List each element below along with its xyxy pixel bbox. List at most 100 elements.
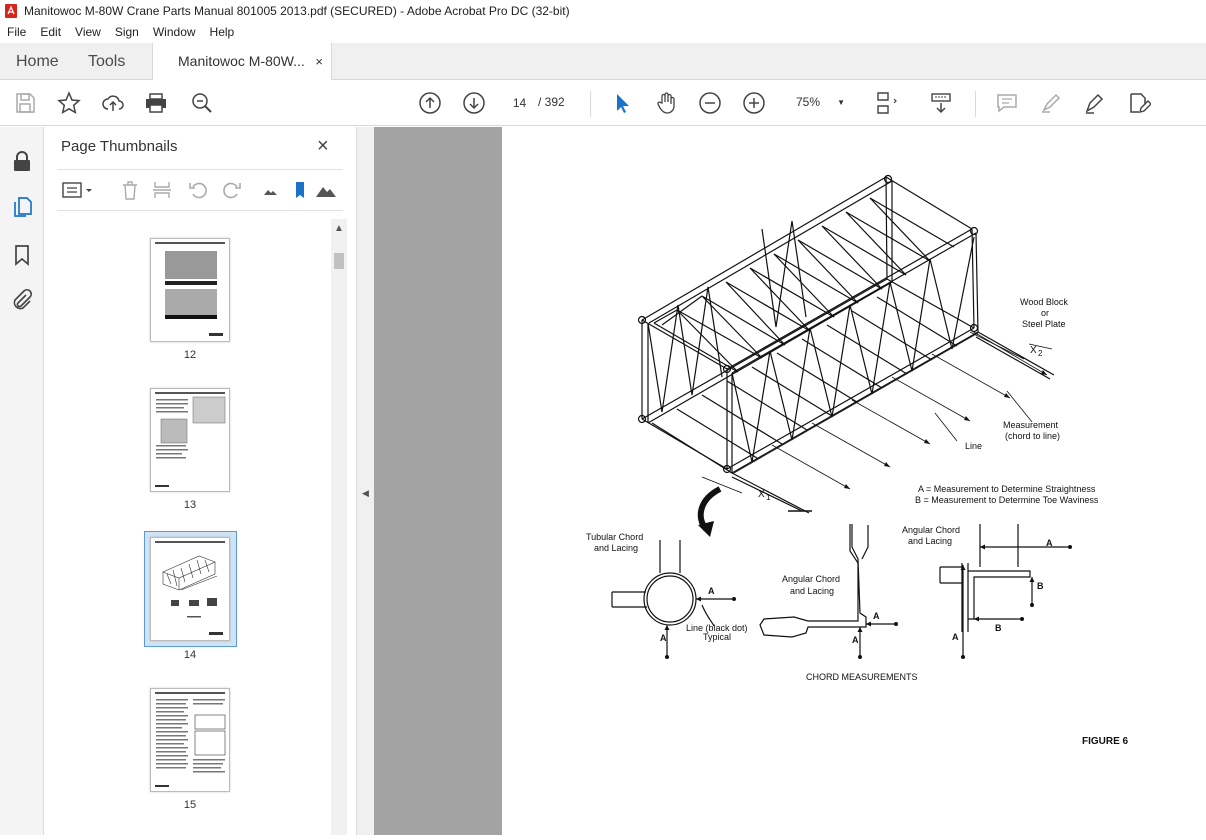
label-a-angular: A	[873, 611, 880, 621]
sign-pen-icon[interactable]	[1083, 91, 1107, 115]
page-thumbnails-icon[interactable]	[10, 195, 34, 219]
rotate-right-icon[interactable]	[221, 179, 243, 201]
select-cursor-icon[interactable]	[610, 91, 634, 115]
window-title: Manitowoc M-80W Crane Parts Manual 80100…	[24, 4, 570, 18]
page-number-input[interactable]: 14	[504, 90, 535, 115]
comment-icon[interactable]	[995, 91, 1019, 115]
label-a-right-vertical: A	[952, 632, 959, 642]
label-angular-right-1: Angular Chord	[902, 525, 960, 535]
left-rail	[0, 127, 44, 835]
next-page-icon[interactable]	[462, 91, 486, 115]
highlight-icon[interactable]	[1039, 91, 1063, 115]
scrollbar-thumb[interactable]	[334, 253, 344, 269]
scroll-mode-icon[interactable]	[929, 91, 953, 115]
document-viewer[interactable]: Wood Block or Steel Plate X 2 Measuremen…	[374, 127, 1206, 835]
menu-view[interactable]: View	[75, 25, 101, 39]
star-icon[interactable]	[57, 91, 81, 115]
tab-bar: Home Tools Manitowoc M-80W... ×	[0, 43, 1206, 81]
thumbnail-scrollbar[interactable]: ▲	[331, 219, 347, 835]
hand-tool-icon[interactable]	[654, 91, 678, 115]
extract-page-icon[interactable]	[151, 179, 173, 201]
lock-icon[interactable]	[10, 149, 34, 173]
thumbnail-preview	[155, 242, 225, 336]
thumbnail-page-12[interactable]	[150, 238, 230, 342]
thumbnail-label: 12	[183, 349, 197, 361]
scroll-up-icon[interactable]: ▲	[334, 223, 344, 234]
title-bar: Manitowoc M-80W Crane Parts Manual 80100…	[0, 0, 1206, 22]
tab-document[interactable]: Manitowoc M-80W... ×	[152, 43, 332, 81]
previous-page-icon[interactable]	[418, 91, 442, 115]
close-icon[interactable]: ×	[317, 135, 329, 157]
zoom-out-icon[interactable]	[698, 91, 722, 115]
menu-file[interactable]: File	[7, 25, 27, 39]
menu-bar: File Edit View Sign Window Help	[0, 22, 1206, 43]
bookmark-blue-icon[interactable]	[289, 179, 311, 201]
label-measurement: Measurement	[1003, 420, 1059, 430]
label-x2-sub: 2	[1038, 349, 1043, 358]
label-x1-sub: 1	[766, 493, 771, 502]
bookmark-icon[interactable]	[10, 243, 34, 267]
large-thumbnails-icon[interactable]	[315, 179, 337, 201]
thumbnail-page-13[interactable]	[150, 388, 230, 492]
page-fit-icon[interactable]	[874, 91, 898, 115]
label-tubular-2: and Lacing	[594, 543, 638, 553]
toolbar-divider	[590, 91, 591, 117]
label-a-tubular-vertical: A	[660, 633, 667, 643]
thumbnail-label: 15	[183, 799, 197, 811]
upload-icon[interactable]	[101, 91, 125, 115]
panel-toolbar	[57, 169, 343, 211]
figure-caption: FIGURE 6	[1082, 736, 1129, 747]
menu-help[interactable]: Help	[209, 25, 235, 39]
chevron-down-icon: ▼	[837, 98, 845, 107]
panel-title: Page Thumbnails	[61, 138, 178, 155]
page-thumbnails-panel: Page Thumbnails ×	[45, 127, 356, 835]
small-thumbnails-icon[interactable]	[260, 179, 282, 201]
rotate-left-icon[interactable]	[187, 179, 209, 201]
thumbnail-preview	[155, 392, 226, 487]
label-angular-1: Angular Chord	[782, 574, 840, 584]
save-icon[interactable]	[13, 91, 37, 115]
pdf-page: Wood Block or Steel Plate X 2 Measuremen…	[502, 127, 1206, 835]
options-menu-icon[interactable]	[61, 179, 95, 201]
zoom-value: 75%	[796, 95, 821, 109]
delete-page-icon[interactable]	[119, 179, 141, 201]
menu-edit[interactable]: Edit	[40, 25, 62, 39]
attachment-icon[interactable]	[10, 288, 34, 312]
print-icon[interactable]	[144, 91, 168, 115]
thumbnail-preview	[155, 541, 225, 635]
edit-pdf-icon[interactable]	[1127, 91, 1152, 115]
panel-splitter[interactable]: ◀	[356, 127, 374, 835]
label-or: or	[1041, 308, 1049, 318]
tab-home[interactable]: Home	[16, 53, 59, 70]
label-angular-2: and Lacing	[790, 586, 834, 596]
label-b-right: B	[1037, 581, 1044, 591]
menu-sign[interactable]: Sign	[114, 25, 139, 39]
label-x1: X	[758, 489, 765, 500]
acrobat-icon	[5, 4, 17, 18]
figure-6-drawing: Wood Block or Steel Plate X 2 Measuremen…	[586, 174, 1129, 747]
label-x2: X	[1030, 345, 1037, 356]
thumbnail-page-14[interactable]	[150, 537, 230, 641]
tab-close-icon[interactable]: ×	[315, 54, 323, 69]
chord-measurements-caption: CHORD MEASUREMENTS	[806, 672, 918, 682]
label-typical: Typical	[703, 632, 731, 642]
tab-document-label: Manitowoc M-80W...	[178, 53, 305, 69]
label-a-tubular: A	[708, 586, 715, 596]
thumbnail-page-15[interactable]	[150, 688, 230, 792]
tab-tools[interactable]: Tools	[88, 53, 126, 70]
label-b-right-lower: B	[995, 623, 1002, 633]
page-total: / 392	[538, 95, 565, 109]
legend-a: A = Measurement to Determine Straightnes…	[918, 484, 1096, 494]
collapse-panel-icon[interactable]: ◀	[362, 488, 369, 498]
label-steel-plate: Steel Plate	[1022, 319, 1066, 329]
thumbnail-preview	[155, 692, 226, 787]
label-a-right: A	[1046, 538, 1053, 548]
label-wood-block: Wood Block	[1020, 297, 1068, 307]
zoom-in-icon[interactable]	[742, 91, 766, 115]
zoom-search-icon[interactable]	[190, 91, 214, 115]
label-tubular-1: Tubular Chord	[586, 532, 643, 542]
zoom-select[interactable]: 75% ▼	[783, 90, 853, 115]
toolbar-divider	[975, 91, 976, 117]
menu-window[interactable]: Window	[152, 25, 196, 39]
legend-b: B = Measurement to Determine Toe Wavines…	[915, 495, 1099, 505]
